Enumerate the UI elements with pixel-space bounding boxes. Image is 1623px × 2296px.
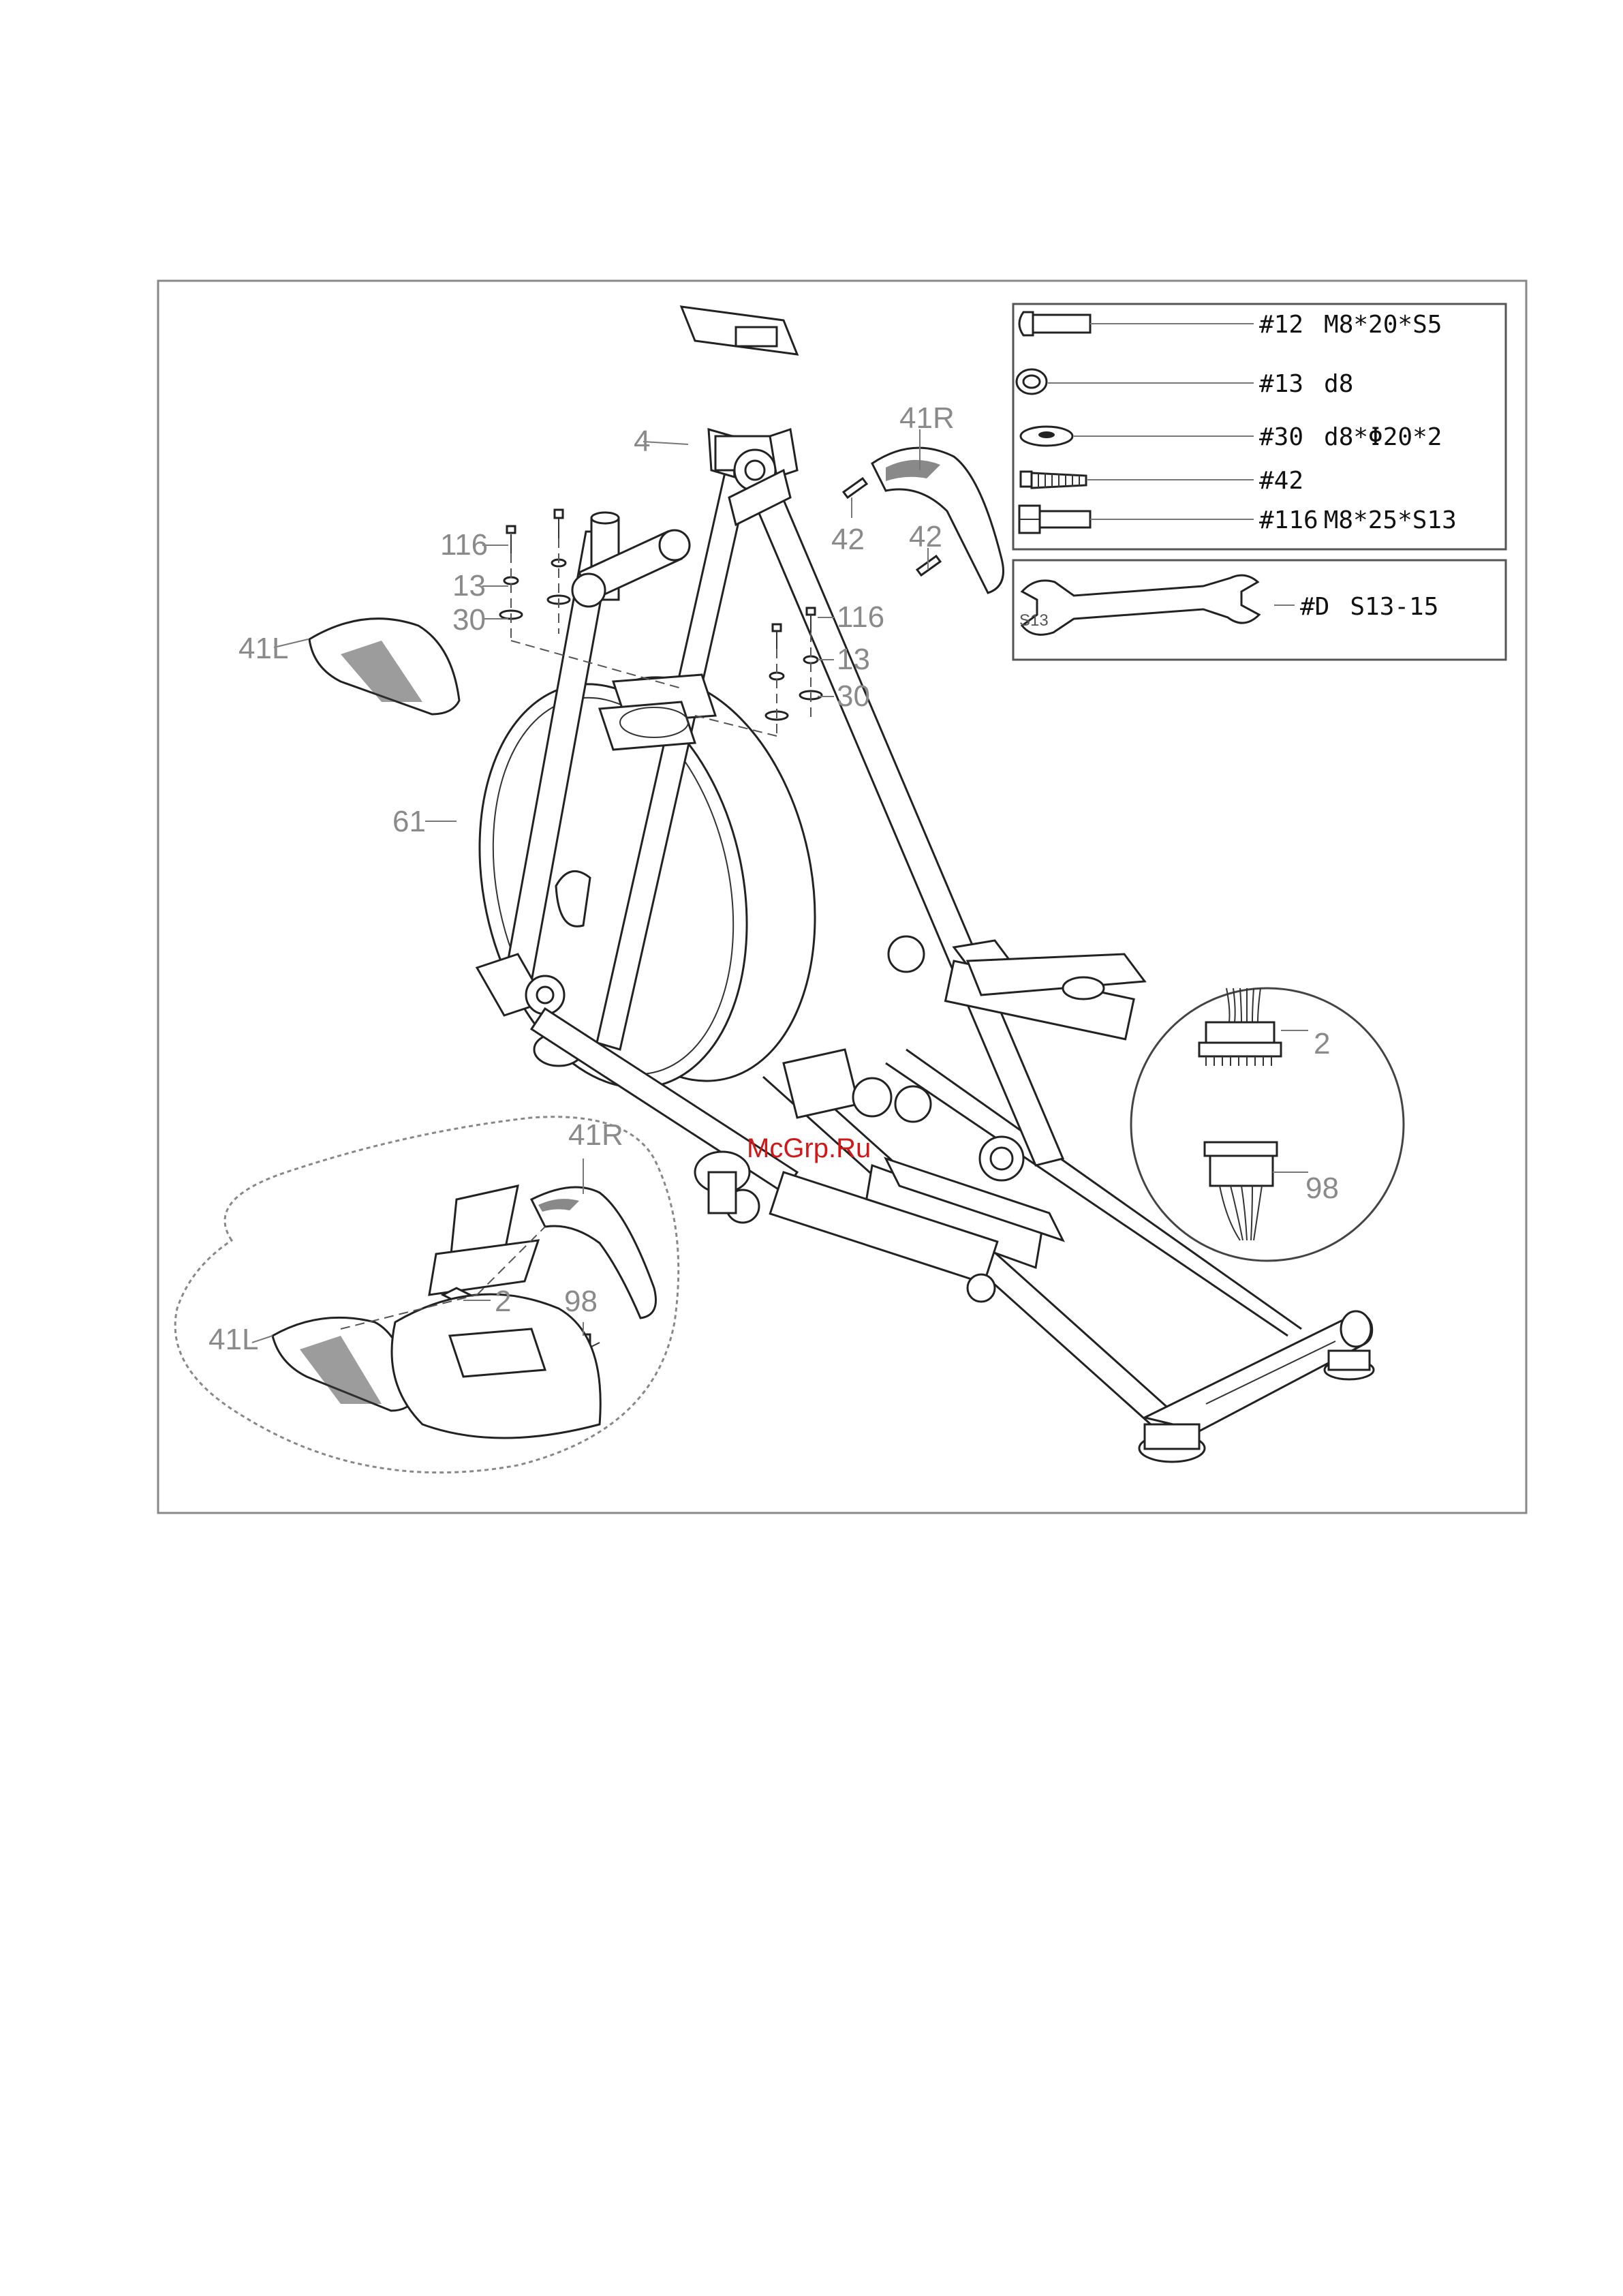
callout-41R-bottom: 41R bbox=[568, 1118, 623, 1152]
callout-41R-top: 41R bbox=[899, 401, 955, 435]
hex-bolt-116-icon bbox=[1019, 506, 1254, 533]
flat-washer-30-icon bbox=[1021, 427, 1254, 446]
hardware-42-label: #42 bbox=[1259, 467, 1303, 495]
cover-41L-top bbox=[309, 619, 459, 714]
rear-base-tube bbox=[1139, 1311, 1374, 1462]
callout-41L-bottom: 41L bbox=[208, 1323, 258, 1356]
callout-13-left: 13 bbox=[452, 569, 486, 602]
callout-98-bottom: 98 bbox=[564, 1285, 598, 1318]
callout-2-detail: 2 bbox=[1314, 1027, 1330, 1060]
watermark: McGrp.Ru bbox=[747, 1133, 871, 1163]
wrench-icon: S13 bbox=[1019, 575, 1295, 634]
callout-61: 61 bbox=[392, 805, 426, 838]
callout-116-right: 116 bbox=[837, 600, 884, 634]
callout-30-right: 30 bbox=[837, 679, 870, 713]
callout-4: 4 bbox=[634, 425, 650, 458]
callout-98-detail: 98 bbox=[1305, 1172, 1339, 1205]
connector-detail-circle bbox=[1131, 988, 1404, 1261]
callout-2-bottom: 2 bbox=[495, 1285, 511, 1318]
callout-116-left: 116 bbox=[440, 528, 488, 562]
bolt-12-icon bbox=[1019, 312, 1254, 335]
callout-13-right: 13 bbox=[837, 643, 870, 676]
wrench-stamp: S13 bbox=[1019, 611, 1049, 630]
cover-detail-cloud bbox=[175, 1117, 679, 1473]
callout-30-left: 30 bbox=[452, 603, 486, 637]
left-pedal-assembly bbox=[770, 1159, 1063, 1302]
spring-washer-13-icon bbox=[1017, 369, 1254, 394]
callout-41L-top: 41L bbox=[238, 632, 288, 665]
screw-42-icon bbox=[1021, 472, 1254, 488]
callout-42-top: 42 bbox=[831, 523, 865, 556]
callout-42-right: 42 bbox=[909, 520, 942, 553]
